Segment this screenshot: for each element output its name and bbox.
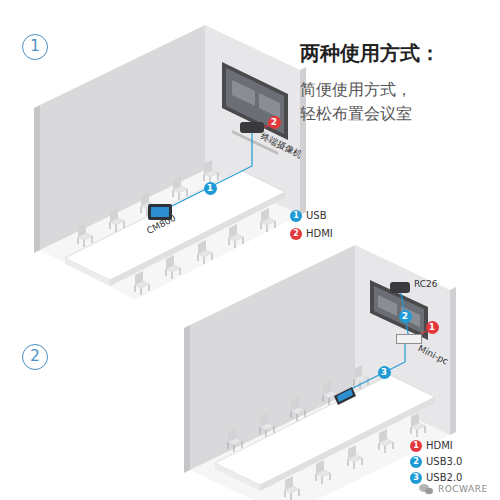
legend-number: 3 [413, 473, 419, 482]
legend-text: USB3.0 [426, 456, 462, 468]
table-set [65, 160, 285, 295]
callout-number: 1 [204, 182, 217, 195]
subheading: 简便使用方式， 轻松布置会议室 [300, 78, 422, 126]
legend-number: 2 [413, 457, 419, 466]
legend-number: 2 [293, 229, 299, 238]
device-label: RC26 [414, 279, 438, 290]
legend-swatch: 3 [410, 472, 422, 484]
touch-panel [334, 387, 356, 405]
usb-wire [345, 344, 405, 392]
wall-edge [184, 325, 190, 473]
touch-panel: CM800 [148, 204, 172, 220]
wall-edge [34, 105, 40, 253]
callout-number: 2 [268, 116, 281, 129]
legend-swatch: 2 [290, 228, 302, 240]
scene-number: 1 [22, 34, 48, 60]
usb-cable [172, 133, 252, 206]
mini-pc-box: Mini-pc [396, 334, 422, 344]
legend-text: USB2.0 [426, 472, 462, 484]
screen-tile [378, 295, 397, 316]
table-set [215, 365, 435, 500]
heading: 两种使用方式： [300, 40, 440, 67]
wall-edge [450, 287, 456, 435]
screen-tile [259, 93, 280, 118]
camera: RC26 [390, 282, 410, 293]
legend-text: HDMI [306, 228, 333, 240]
legend-text: USB [306, 210, 327, 222]
legend-swatch: 1 [290, 210, 302, 222]
legend-number: 1 [293, 211, 299, 220]
wall-top [34, 25, 205, 108]
camera: 终端摄像机 [240, 122, 264, 133]
tv-frame [222, 62, 288, 140]
legend-swatch: 2 [410, 456, 422, 468]
scene-number: 2 [22, 344, 48, 370]
callout-number: 2 [399, 310, 412, 323]
legend-swatch: 1 [410, 440, 422, 452]
tv-screen [226, 68, 284, 134]
wall-top [184, 245, 355, 328]
table-group [215, 365, 435, 500]
legend-number: 1 [413, 441, 419, 450]
screen-tile [232, 80, 255, 106]
watermark: ROCWARE [438, 484, 488, 494]
tv-screen [374, 286, 424, 334]
watermark-icon [425, 488, 433, 494]
legend-text: HDMI [426, 440, 453, 452]
callout-number: 3 [378, 366, 391, 379]
touch-screen [337, 389, 353, 402]
callout-number: 1 [426, 321, 439, 334]
